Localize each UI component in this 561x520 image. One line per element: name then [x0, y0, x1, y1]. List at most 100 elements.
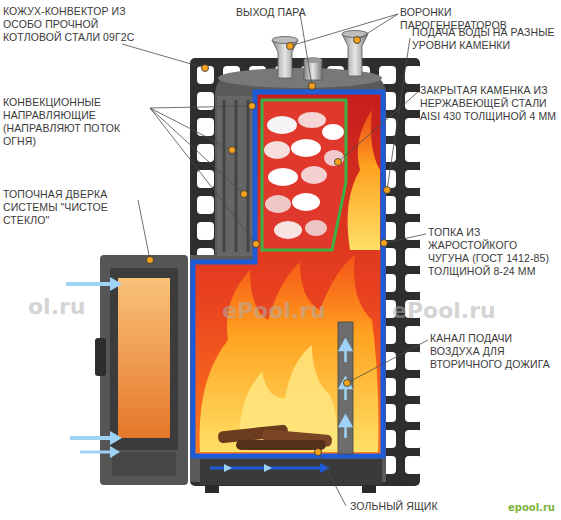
convector-frame-part [405, 170, 422, 188]
callout-label: ЗОЛЬНЫЙ ЯЩИК [350, 500, 470, 513]
firewood-part [236, 440, 326, 450]
steam-funnels-part [304, 57, 322, 63]
fire-door-part [100, 255, 188, 485]
callout-label: КАНАЛ ПОДАЧИ ВОЗДУХА ДЛЯ ВТОРИЧНОГО ДОЖИ… [430, 332, 558, 371]
convector-frame-part [405, 222, 422, 240]
leader-lines-part [300, 13, 312, 86]
air-channel-part [340, 416, 351, 438]
callout-dots-part [229, 147, 236, 154]
convector-frame [190, 58, 422, 486]
callout-dots-part [287, 43, 294, 50]
callout-dots-part [315, 449, 322, 456]
callout-dots-part [344, 380, 351, 387]
callout-dots-part [381, 240, 388, 247]
convector-frame-part [405, 456, 422, 474]
leader-lines-part [318, 452, 346, 506]
sauna-stones-part [298, 112, 326, 128]
air-flow-arrows-part [70, 436, 112, 440]
watermark: ePool.ru [392, 298, 496, 323]
cutaway-interior-part [262, 100, 346, 250]
air-channel-part [338, 322, 353, 454]
sauna-stones-part [305, 220, 327, 236]
convector-frame-part [405, 378, 422, 396]
leader-lines-part [387, 38, 410, 190]
fire-door-part [110, 268, 178, 450]
ash-box-part [362, 485, 376, 493]
sauna-stones-part [324, 150, 344, 166]
sauna-stones-part [322, 124, 344, 140]
fire-door-part [118, 278, 170, 438]
ash-box-part [205, 485, 219, 493]
leader-lines-part [138, 200, 150, 260]
cutaway-interior [193, 92, 383, 456]
stove-body-part [217, 96, 255, 256]
callout-dots-part [241, 191, 248, 198]
leader-lines-part [122, 44, 205, 68]
callout-label: ТОПОЧНАЯ ДВЕРКА СИСТЕМЫ "ЧИСТОЕ СТЕКЛО" [3, 188, 153, 227]
ash-box-part [200, 459, 382, 485]
convector-frame-part [405, 326, 422, 344]
convector-frame-part [405, 144, 422, 162]
sauna-stones-part [265, 195, 291, 213]
firebox-wall [193, 92, 383, 456]
steam-funnels-part [342, 31, 368, 38]
steam-funnels [272, 31, 368, 81]
convector-frame-part [405, 274, 422, 292]
convector-frame-part [405, 66, 422, 84]
callout-dots-part [335, 159, 342, 166]
sauna-stones-part [292, 193, 320, 211]
leader-lines-part [384, 234, 426, 243]
fire-door-part [112, 452, 176, 476]
convector-frame-part [405, 118, 422, 136]
convector-frame-part [197, 222, 214, 240]
convector-frame-part [405, 248, 422, 266]
callout-label: ПОДАЧА ВОДЫ НА РАЗНЫЕ УРОВНИ КАМЕНКИ [412, 26, 557, 52]
air-flow-arrows-part [110, 277, 122, 291]
callout-label: ВЫХОД ПАРА [236, 6, 316, 19]
air-channel-part [340, 378, 351, 400]
convector-frame-part [197, 196, 214, 214]
watermark: ol.ru [28, 294, 86, 319]
callout-dots-part [309, 83, 316, 90]
air-flow-arrows-part [80, 451, 112, 454]
sauna-stones [264, 112, 344, 239]
sauna-stones-part [301, 166, 327, 184]
leader-lines [122, 13, 428, 506]
stove-body [190, 68, 386, 482]
convector-frame-part [190, 58, 420, 486]
callout-dots-part [249, 103, 256, 110]
callout-dots-part [147, 257, 154, 264]
fire-door-part [95, 338, 106, 376]
stove-body-part [190, 72, 386, 482]
leader-lines-part [347, 340, 428, 383]
callout-label: ТОПКА ИЗ ЖАРОСТОЙКОГО ЧУГУНА (ГОСТ 1412-… [428, 226, 560, 278]
air-flow-arrows-part [110, 446, 120, 458]
sauna-stones-part [268, 168, 298, 186]
convector-frame-part [405, 352, 422, 370]
leader-lines-part [150, 106, 256, 244]
firewood [218, 424, 333, 450]
callout-label: КОНВЕКЦИОННЫЕ НАПРАВЛЯЮЩИЕ (НАПРАВЛЯЮТ П… [3, 96, 153, 148]
convector-frame-part [405, 404, 422, 422]
convector-frame-part [405, 196, 422, 214]
callout-dots-part [253, 241, 260, 248]
leader-lines-part [338, 92, 418, 162]
leader-lines-part [290, 14, 398, 46]
callout-dots-part [354, 37, 361, 44]
callout-label: ЗАКРЫТАЯ КАМЕНКА ИЗ НЕРЖАВЕЮЩЕЙ СТАЛИ AI… [420, 84, 560, 123]
logo-text: epool.ru [508, 502, 555, 513]
callout-dots-part [384, 187, 391, 194]
steam-funnels-part [272, 40, 298, 78]
cutaway-interior-part [193, 92, 383, 456]
ash-box [200, 459, 382, 493]
sauna-stones-part [264, 141, 290, 159]
steam-funnels-part [272, 37, 298, 44]
callout-dots-part [202, 65, 209, 72]
sauna-stones-part [274, 221, 302, 239]
sauna-stones-part [267, 116, 297, 134]
callout-dots [147, 37, 391, 456]
ash-box-part [224, 464, 272, 472]
air-channel-part [340, 340, 351, 362]
sauna-stones-part [291, 139, 321, 157]
air-flow-arrows-part [66, 282, 112, 286]
